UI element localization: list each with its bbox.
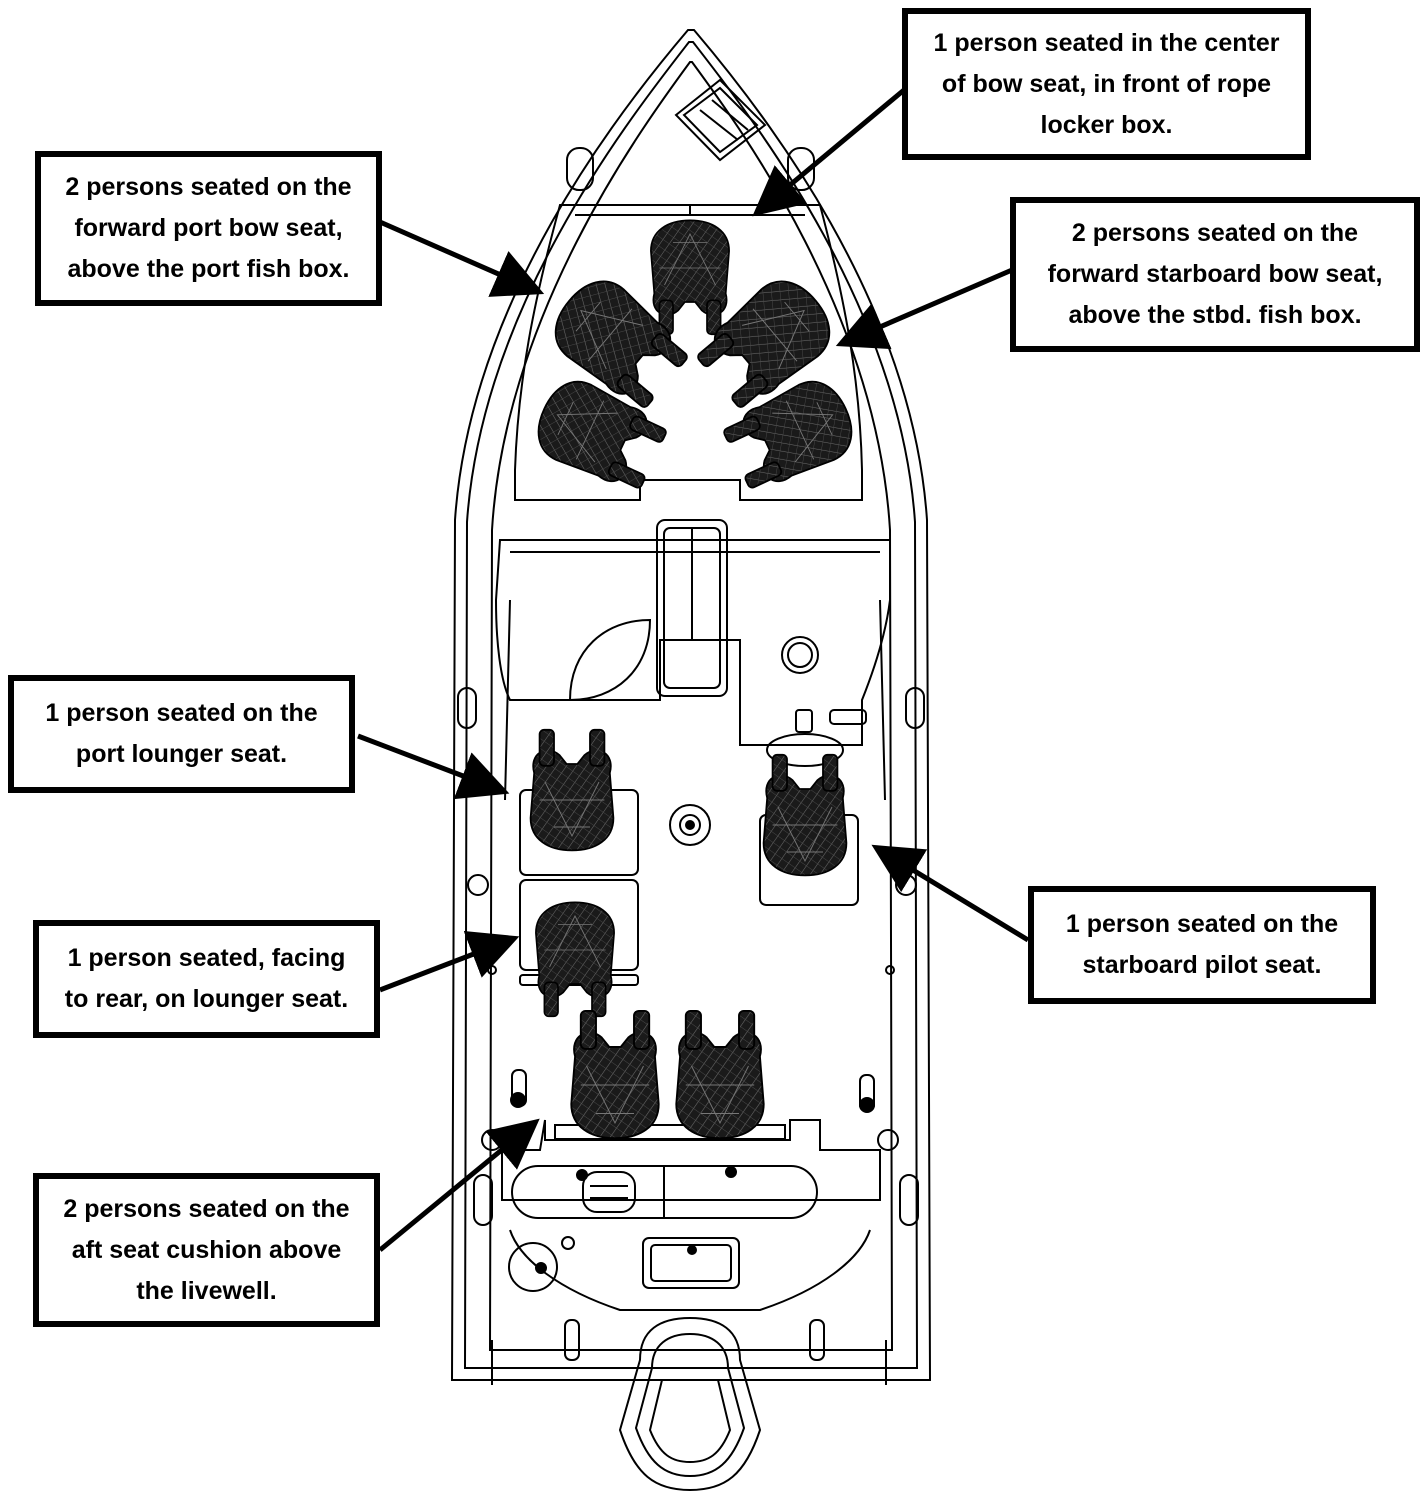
callout-text-line: port lounger seat. (75, 740, 288, 768)
callout-arrows (357, 83, 1030, 1252)
person-port-bow-2 (525, 370, 673, 499)
aft-area (501, 1069, 881, 1361)
callout-text-line: 2 persons seated on the (63, 1194, 350, 1223)
person-rear-lounger (535, 901, 615, 1018)
arrow-port-bow (378, 219, 545, 297)
seated-persons (525, 219, 865, 1140)
arrow-stbd-bow (835, 267, 1013, 350)
callout-text-line: to rear, on lounger seat. (64, 985, 349, 1013)
callout-bow-center: 1 person seated in the center of bow sea… (902, 8, 1311, 160)
callout-text-line: 1 person seated on the (1065, 910, 1339, 938)
callout-port-bow: 2 persons seated on the forward port bow… (35, 151, 382, 306)
person-bow-center (650, 219, 730, 336)
console-area (494, 519, 891, 801)
callout-text-line: the livewell. (136, 1276, 277, 1305)
callout-port-lounger: 1 person seated on the port lounger seat… (8, 675, 355, 793)
person-aft-2 (675, 1009, 765, 1140)
callout-text-line: 1 person seated in the center (933, 28, 1280, 57)
callout-text-line: locker box. (1040, 110, 1173, 139)
outboard-motor (618, 1316, 762, 1491)
person-aft-1 (570, 1009, 660, 1140)
callout-text-line: aft seat cushion above (71, 1235, 342, 1264)
callout-text-line: starboard pilot seat. (1082, 951, 1322, 979)
callout-text-line: 1 person seated, facing (67, 944, 346, 972)
callout-stbd-bow: 2 persons seated on the forward starboar… (1010, 197, 1420, 352)
callout-text-line: forward port bow seat, (74, 214, 343, 242)
arrow-port-lounger (357, 733, 510, 800)
hull (450, 29, 932, 1385)
rope-locker-hatch (674, 78, 767, 162)
callout-text-line: 2 persons seated on the (65, 173, 352, 201)
callout-aft-seat: 2 persons seated on the aft seat cushion… (33, 1173, 380, 1327)
person-port-lounger (529, 728, 615, 852)
callout-text-line: of bow seat, in front of rope (941, 69, 1272, 98)
arrow-bow-center (752, 83, 912, 217)
person-stbd-pilot (762, 753, 848, 877)
arrow-stbd-pilot (871, 844, 1030, 943)
callout-text-line: 1 person seated on the (45, 699, 318, 727)
callout-text-line: 2 persons seated on the (1071, 219, 1359, 247)
callout-rear-lounger: 1 person seated, facing to rear, on loun… (33, 920, 380, 1038)
callout-text-line: above the stbd. fish box. (1068, 301, 1362, 329)
callout-text-line: forward starboard bow seat, (1047, 260, 1383, 288)
callout-stbd-pilot: 1 person seated on the starboard pilot s… (1028, 886, 1376, 1004)
callout-text-line: above the port fish box. (67, 255, 350, 283)
arrow-rear-lounger (379, 931, 520, 993)
arrow-aft-seat (378, 1118, 540, 1252)
